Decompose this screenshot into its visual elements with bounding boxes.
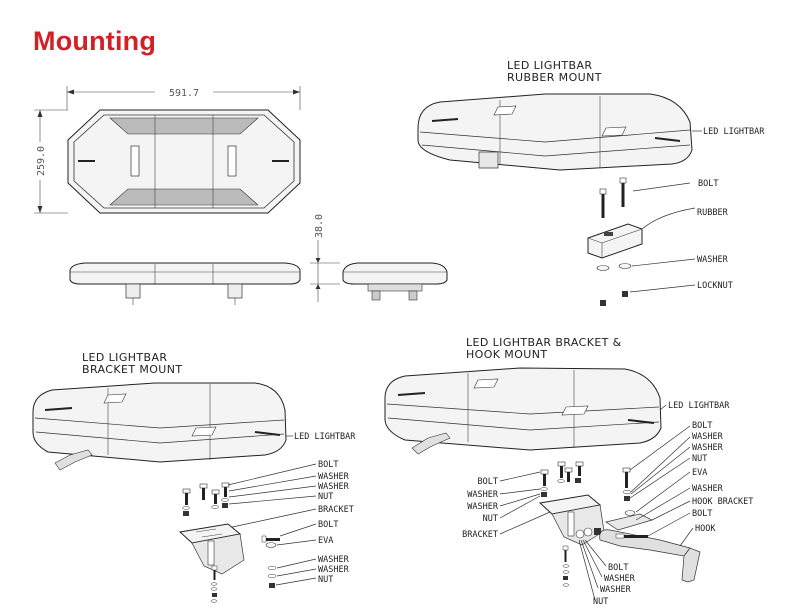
rubber-label-lightbar: LED LIGHTBAR xyxy=(703,127,765,137)
hook-label-lightbar: LED LIGHTBAR xyxy=(668,401,730,411)
bracket-mount-heading-line1: LED LIGHTBAR xyxy=(82,351,168,364)
lightbar-top-view: 591.7 259.0 xyxy=(31,85,301,214)
bracket-mount-heading-line2: BRACKET MOUNT xyxy=(82,363,183,376)
rubber-label-bolt: BOLT xyxy=(698,179,718,189)
hook-label-hook: HOOK xyxy=(695,524,716,534)
bracket-label-nut-2: NUT xyxy=(318,575,333,585)
rubber-label-rubber: RUBBER xyxy=(697,208,729,218)
hook-label-bottom-nut: NUT xyxy=(593,597,608,607)
hook-mount-heading-line2: HOOK MOUNT xyxy=(466,348,548,361)
rubber-mount-heading-line2: RUBBER MOUNT xyxy=(507,71,602,84)
bracket-label-bracket: BRACKET xyxy=(318,505,354,515)
hook-label-left-washer-1: WASHER xyxy=(467,490,499,500)
bracket-label-washer-1: WASHER xyxy=(318,472,350,482)
hook-label-bottom-bolt: BOLT xyxy=(608,563,628,573)
rubber-mount-drawing: LED LIGHTBAR BOLT RUBBER WASHER LOCKNUT xyxy=(417,93,765,306)
hook-label-hook-bracket: HOOK BRACKET xyxy=(692,497,753,507)
rubber-label-locknut: LOCKNUT xyxy=(697,281,733,291)
bracket-label-washer-4: WASHER xyxy=(318,565,350,575)
hook-label-nut: NUT xyxy=(692,454,707,464)
lightbar-end-view: 38.0 xyxy=(310,214,448,302)
lightbar-side-view xyxy=(69,262,301,305)
rubber-mount-heading-line1: LED LIGHTBAR xyxy=(507,59,593,72)
hook-label-eva: EVA xyxy=(692,468,707,478)
hook-label-bolt-2: BOLT xyxy=(692,509,712,519)
bracket-bolts xyxy=(182,482,230,516)
hook-label-left-bolt: BOLT xyxy=(478,477,498,487)
bracket-mount-heading: LED LIGHTBAR BRACKET MOUNT xyxy=(82,352,182,376)
hook-label-bottom-washer-2: WASHER xyxy=(600,585,632,595)
bracket-label-bolt: BOLT xyxy=(318,460,338,470)
hook-mount-drawing: LED LIGHTBAR BOLT WASHER WASHER NUT BRAC… xyxy=(384,367,753,607)
page-title: Mounting xyxy=(33,26,157,56)
hook-label-left-nut: NUT xyxy=(483,514,498,524)
hook-mount-heading-line1: LED LIGHTBAR BRACKET & xyxy=(466,336,622,349)
dimension-height: 38.0 xyxy=(314,214,325,238)
dimension-length: 591.7 xyxy=(169,88,199,99)
hook-label-left-washer-2: WASHER xyxy=(467,502,499,512)
bracket-label-nut: NUT xyxy=(318,492,333,502)
rubber-mount-heading: LED LIGHTBAR RUBBER MOUNT xyxy=(507,60,602,84)
hook-label-washer-1: WASHER xyxy=(692,432,724,442)
hook-left-bolts xyxy=(540,461,584,497)
bracket-mount-drawing: LED LIGHTBAR BOLT WASHER WASHER NUT BRAC… xyxy=(32,382,356,603)
rubber-label-washer: WASHER xyxy=(697,255,729,265)
bracket-label-washer-2: WASHER xyxy=(318,482,350,492)
hook-label-bottom-washer-1: WASHER xyxy=(604,574,636,584)
hook-label-left-bracket: BRACKET xyxy=(462,530,498,540)
hook-label-washer-2: WASHER xyxy=(692,443,724,453)
dimension-width: 259.0 xyxy=(36,146,47,176)
hook-label-bolt: BOLT xyxy=(692,421,712,431)
hook-label-washer-3: WASHER xyxy=(692,484,724,494)
bracket-label-lightbar: LED LIGHTBAR xyxy=(294,432,356,442)
bracket-label-washer-3: WASHER xyxy=(318,555,350,565)
bracket-label-bolt-2: BOLT xyxy=(318,520,338,530)
bracket-label-eva: EVA xyxy=(318,536,333,546)
hook-mount-heading: LED LIGHTBAR BRACKET & HOOK MOUNT xyxy=(466,337,622,361)
